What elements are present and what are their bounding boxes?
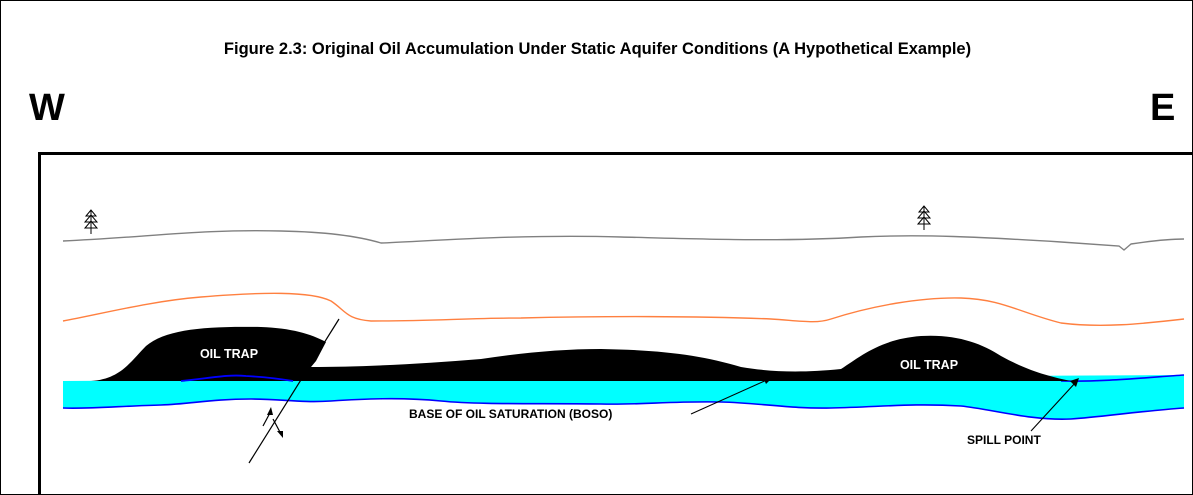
compass-west: W xyxy=(29,87,65,129)
aquifer-water xyxy=(63,375,1184,420)
figure-title: Figure 2.3: Original Oil Accumulation Un… xyxy=(223,40,972,58)
oil-accumulation xyxy=(91,326,1071,381)
spill-point-label: SPILL POINT xyxy=(967,433,1041,447)
orange-horizon-line xyxy=(62,292,1185,326)
fault-arrow-icon xyxy=(262,407,283,438)
fault-line xyxy=(248,318,340,464)
ground-surface-line xyxy=(62,230,1185,251)
water-base-line xyxy=(62,397,1185,421)
oil-trap-label-left: OIL TRAP xyxy=(200,347,258,361)
boso-line-left xyxy=(180,374,294,382)
tree-icon xyxy=(83,209,99,234)
tree-icon xyxy=(916,205,932,230)
oil-trap-label-right: OIL TRAP xyxy=(900,358,958,372)
boso-arrow-icon xyxy=(690,377,773,415)
compass-east: E xyxy=(1150,87,1176,129)
spill-point-arrow-icon xyxy=(1030,378,1079,432)
cross-section-box xyxy=(38,152,1192,494)
boso-label: BASE OF OIL SATURATION (BOSO) xyxy=(409,407,612,421)
